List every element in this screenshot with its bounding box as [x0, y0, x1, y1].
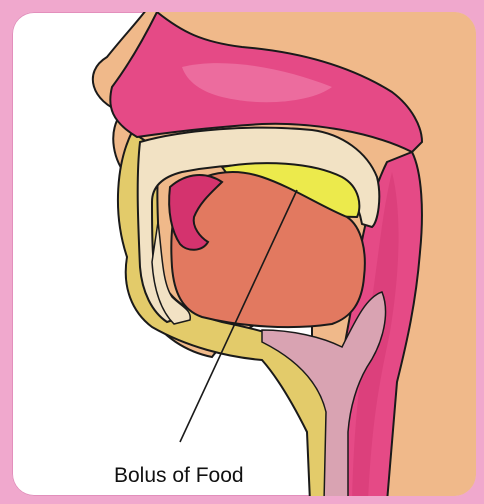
diagram-panel: Bolus of Food — [12, 12, 476, 496]
bolus-label: Bolus of Food — [114, 464, 244, 488]
anatomy-illustration — [12, 12, 476, 496]
